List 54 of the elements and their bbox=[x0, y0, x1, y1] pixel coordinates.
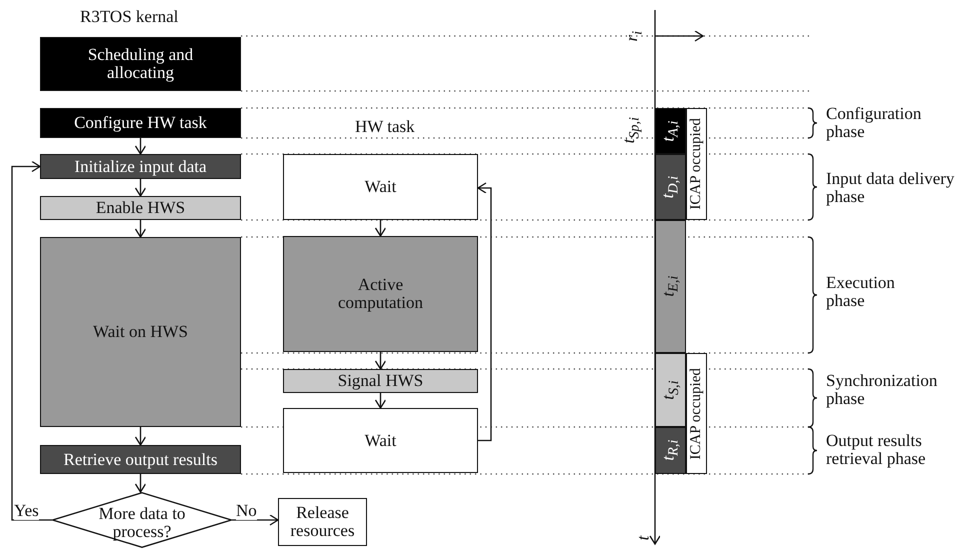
arrow bbox=[134, 220, 146, 238]
node-label: Enable HWS bbox=[96, 199, 186, 217]
axis-label: t bbox=[632, 536, 653, 540]
occupancy-box bbox=[686, 353, 707, 474]
process-box bbox=[278, 498, 367, 546]
node-label: Scheduling and allocating bbox=[86, 46, 194, 82]
occupancy-box bbox=[686, 108, 707, 220]
arrow bbox=[134, 427, 146, 446]
arrow bbox=[134, 179, 146, 197]
process-box bbox=[40, 237, 241, 427]
timeline-segment bbox=[655, 220, 686, 353]
arrow bbox=[477, 182, 492, 442]
timeline-segment bbox=[655, 108, 686, 154]
node-label: Release resources bbox=[289, 504, 356, 540]
node-label: Wait on HWS bbox=[93, 323, 188, 341]
node-label: Signal HWS bbox=[338, 372, 424, 390]
node-label: Initialize input data bbox=[74, 158, 207, 176]
phase-label: Synchronization phase bbox=[826, 372, 938, 408]
node-label: Configure HW task bbox=[74, 114, 207, 132]
process-box bbox=[283, 369, 478, 393]
arrow bbox=[232, 514, 279, 526]
process-box bbox=[283, 408, 478, 473]
node-label: Wait bbox=[364, 178, 396, 196]
arrow bbox=[374, 220, 386, 237]
arrow bbox=[11, 160, 52, 521]
phase-label: Input data delivery phase bbox=[826, 170, 956, 206]
node-label: Wait bbox=[364, 432, 396, 450]
process-box bbox=[40, 108, 241, 138]
timeline-segment bbox=[655, 154, 686, 220]
node-label: More data to process? bbox=[98, 505, 186, 541]
process-box bbox=[40, 196, 241, 220]
timeline-segment bbox=[655, 427, 686, 474]
process-box bbox=[283, 154, 478, 220]
heading: R3TOS kernal bbox=[80, 8, 178, 26]
arrow bbox=[134, 138, 146, 155]
phase-label: Output results retrieval phase bbox=[826, 432, 927, 468]
phase-label: Execution phase bbox=[826, 274, 896, 310]
node-label: ICAP occupied bbox=[688, 368, 704, 460]
arrow bbox=[134, 474, 146, 493]
heading: HW task bbox=[355, 118, 415, 136]
arrow bbox=[374, 352, 386, 370]
node-label: ICAP occupied bbox=[688, 118, 704, 210]
timeline-segment bbox=[655, 353, 686, 427]
node-label: Retrieve output results bbox=[64, 450, 218, 468]
process-box bbox=[40, 37, 241, 91]
arrow bbox=[374, 393, 386, 409]
decision-diamond bbox=[52, 492, 232, 548]
phase-label: Configuration phase bbox=[826, 105, 922, 141]
edge-label: No bbox=[236, 502, 257, 520]
edge-label: Yes bbox=[14, 502, 39, 520]
process-box bbox=[40, 154, 241, 179]
process-box bbox=[40, 445, 241, 474]
node-label: Active computation bbox=[337, 276, 424, 312]
process-box bbox=[283, 236, 478, 352]
